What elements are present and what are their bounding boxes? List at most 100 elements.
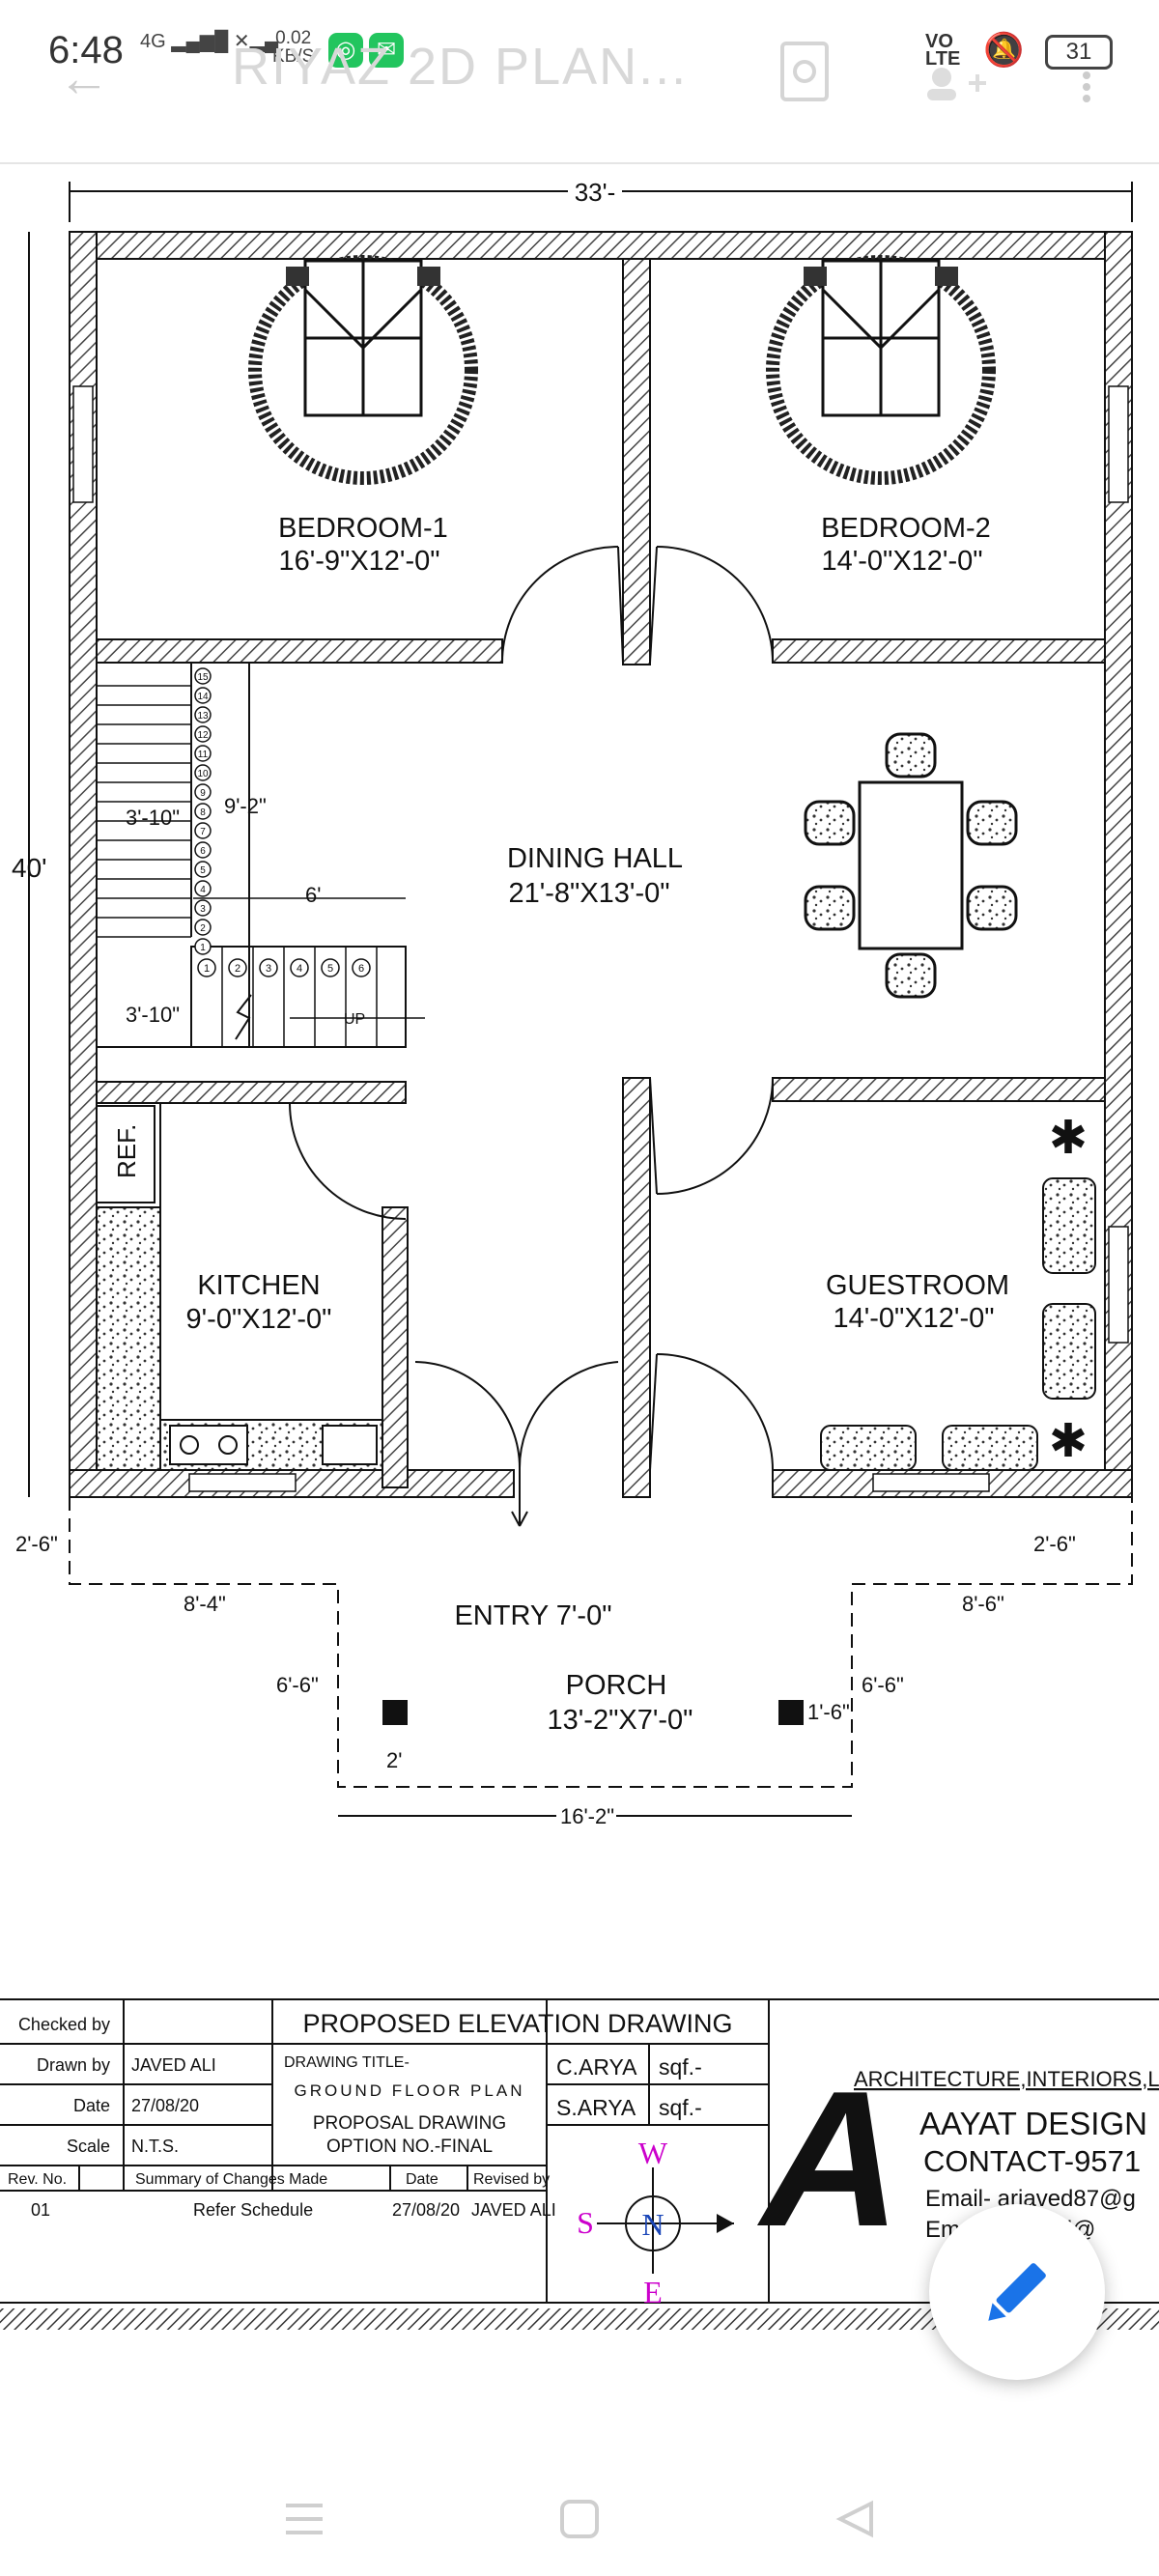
app-notification-icon: ◎ xyxy=(328,33,363,68)
dim-porch-66-left: 6'-6" xyxy=(276,1673,319,1697)
stair-width-dim: 3'-10" xyxy=(126,806,180,830)
staircase xyxy=(96,662,407,1048)
stair-step-number: 3 xyxy=(266,963,271,975)
guestroom-size: 14'-0"X12'-0" xyxy=(833,1303,994,1334)
back-arrow-icon[interactable]: ← xyxy=(58,49,110,107)
summary-label: Summary of Changes Made xyxy=(135,2171,327,2188)
document-search-icon[interactable] xyxy=(773,39,840,106)
compass-w: W xyxy=(638,2136,668,2170)
firm-tagline: ARCHITECTURE,INTERIORS,L xyxy=(854,2067,1159,2091)
stair-treads xyxy=(97,685,378,1047)
bedroom-2-size: 14'-0"X12'-0" xyxy=(821,546,982,577)
drawing-title-value: GROUND FLOOR PLAN xyxy=(295,2081,525,2100)
porch-outline xyxy=(69,1497,1133,1788)
navigation-bar xyxy=(286,2500,873,2538)
bedroom-2-name: BEDROOM-2 xyxy=(821,513,991,544)
edit-fab-button[interactable] xyxy=(929,2204,1105,2380)
drawing-title-label: DRAWING TITLE- xyxy=(284,2054,410,2071)
dining-hall-size: 21'-8"X13'-0" xyxy=(508,878,669,909)
dim-height-label: 40' xyxy=(12,853,47,883)
stair-step-number: 6 xyxy=(200,846,206,857)
floor-plan: 33'- 40' xyxy=(12,178,1133,1829)
entry-label: ENTRY 7'-0" xyxy=(454,1600,611,1631)
scale-value: N.T.S. xyxy=(131,2137,179,2156)
plant-icon: ✱ xyxy=(1049,1416,1088,1467)
add-user-icon[interactable] xyxy=(922,64,990,102)
more-vert-icon[interactable] xyxy=(1072,68,1101,106)
plant-icon: ✱ xyxy=(1049,1113,1088,1164)
stair-step-marker xyxy=(194,764,212,781)
dim-left-26: 2'-6" xyxy=(15,1532,58,1556)
sarea-label: S.ARYA xyxy=(556,2095,636,2120)
porch-name: PORCH xyxy=(566,1670,667,1701)
stair-vertical-dim: 9'-2" xyxy=(224,794,267,818)
compass-s: S xyxy=(577,2205,594,2240)
date-label: Date xyxy=(73,2096,110,2115)
stair-step-number: 15 xyxy=(197,672,209,683)
guestroom-furniture: ✱ ✱ xyxy=(820,1113,1096,1471)
stair-step-number: 4 xyxy=(297,963,302,975)
stair-step-marker xyxy=(194,841,212,859)
dim-porch-84: 8'-4" xyxy=(184,1592,226,1616)
firm-logo: A xyxy=(744,2051,929,2266)
status-time: 6:48 xyxy=(48,29,124,71)
stair-step-marker xyxy=(194,880,212,897)
dining-table xyxy=(804,732,1018,999)
kitchen-size: 9'-0"X12'-0" xyxy=(186,1304,332,1335)
stair-step-number: 12 xyxy=(197,730,209,741)
stair-step-number: 9 xyxy=(200,788,206,799)
chat-notification-icon: ✉ xyxy=(369,33,404,68)
stair-step-marker xyxy=(194,938,212,955)
dim-width-label: 33'- xyxy=(575,178,616,207)
dim-porch-66-right: 6'-6" xyxy=(862,1673,904,1697)
stair-step-number: 3 xyxy=(200,904,206,915)
checked-by-label: Checked by xyxy=(18,2015,110,2034)
rev-no-label: Rev. No. xyxy=(8,2171,67,2188)
drawn-by-label: Drawn by xyxy=(37,2055,110,2075)
stair-step-marker xyxy=(194,745,212,762)
stair-step-marker xyxy=(194,783,212,801)
pencil-icon xyxy=(988,2263,1046,2321)
sqf-value-2: sqf.- xyxy=(659,2095,702,2120)
bed-1 xyxy=(248,255,478,485)
rev-summary-value: Refer Schedule xyxy=(193,2200,313,2220)
stair-step-marker xyxy=(259,958,278,977)
home-nav-icon[interactable] xyxy=(560,2500,599,2538)
scale-label: Scale xyxy=(67,2137,110,2156)
firm-name: AAYAT DESIGN xyxy=(919,2106,1147,2141)
battery-icon: 31 xyxy=(1045,35,1113,70)
stair-step-marker xyxy=(194,861,212,878)
stair-step-marker xyxy=(194,919,212,936)
dim-right-26: 2'-6" xyxy=(1033,1532,1076,1556)
carea-label: C.ARYA xyxy=(556,2054,637,2080)
date-value: 27/08/20 xyxy=(131,2096,199,2115)
windows xyxy=(72,385,1129,1492)
network-icon: 4G ▂▄▆█ ✕▂▄ xyxy=(140,31,279,52)
stair-step-number: 13 xyxy=(197,711,209,722)
divider xyxy=(0,162,1159,164)
stair-step-marker xyxy=(194,667,212,685)
back-nav-icon[interactable] xyxy=(835,2500,873,2538)
dim-porch-162: 16'-2" xyxy=(560,1804,614,1828)
doors xyxy=(289,546,774,1527)
mute-icon: 🔕 xyxy=(983,32,1025,69)
revised-by-label: Revised by xyxy=(473,2171,550,2188)
stair-step-marker xyxy=(290,958,309,977)
stair-step-number: 2 xyxy=(235,963,240,975)
volte-indicator: VO LTE xyxy=(925,31,961,70)
fridge-label: REF. xyxy=(112,1124,141,1178)
menu-nav-icon[interactable] xyxy=(286,2504,323,2534)
dim-porch-2: 2' xyxy=(386,1748,402,1772)
dim-porch-16: 1'-6" xyxy=(807,1700,850,1724)
title-block-heading: PROPOSED ELEVATION DRAWING xyxy=(302,2009,732,2038)
stair-step-marker xyxy=(194,822,212,839)
stair-step-marker xyxy=(197,958,216,977)
stair-step-number: 14 xyxy=(197,692,209,702)
rev-date-label: Date xyxy=(406,2171,438,2188)
compass-e: E xyxy=(643,2275,663,2309)
bedroom-1-name: BEDROOM-1 xyxy=(278,513,448,544)
proposal-label: PROPOSAL DRAWING xyxy=(313,2113,506,2134)
stair-step-number: 4 xyxy=(200,885,206,895)
